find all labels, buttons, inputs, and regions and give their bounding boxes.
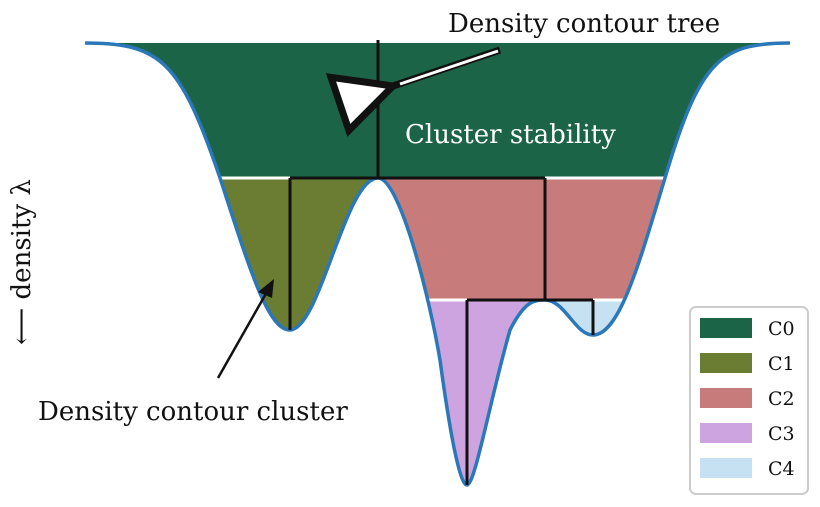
legend-label-c0: C0 xyxy=(768,318,795,340)
region-c0 xyxy=(85,43,790,178)
tree-arrow-inner xyxy=(399,49,499,86)
legend-swatch-c4 xyxy=(700,458,752,478)
cluster-arrow xyxy=(216,289,270,379)
tree-label: Density contour tree xyxy=(448,9,720,39)
legend-swatch-c3 xyxy=(700,423,752,443)
region-c3 xyxy=(400,300,545,485)
density-outline xyxy=(84,41,791,487)
legend-swatch-c1 xyxy=(700,353,752,373)
density-axis-label: ⟵ density λ xyxy=(7,179,37,345)
legend-label-c1: C1 xyxy=(768,353,795,375)
legend-swatch-c0 xyxy=(700,318,752,338)
stability-label: Cluster stability xyxy=(405,120,616,150)
legend-label-c2: C2 xyxy=(768,388,795,410)
region-c2 xyxy=(378,178,698,300)
legend-label-c3: C3 xyxy=(768,423,795,445)
legend-swatch-c2 xyxy=(700,388,752,408)
contour-tree xyxy=(288,40,595,485)
region-c4 xyxy=(545,300,665,400)
cluster-label: Density contour cluster xyxy=(38,397,348,427)
legend-label-c4: C4 xyxy=(768,458,795,480)
cluster-arrowhead xyxy=(258,279,274,298)
